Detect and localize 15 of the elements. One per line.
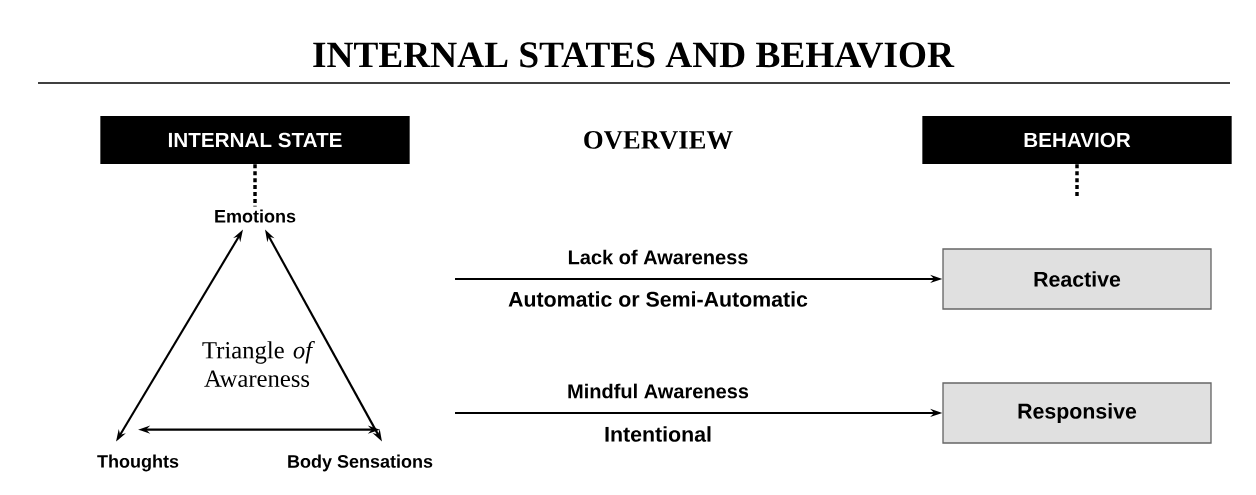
node-label: Emotions <box>215 209 296 223</box>
dotted-connector <box>1075 164 1079 196</box>
caption-text: Triangle of Awareness <box>202 341 315 387</box>
node-label: Thoughts <box>97 454 179 472</box>
behavior-box: Reactive <box>942 248 1212 310</box>
section-heading: OVERVIEW <box>584 130 733 149</box>
edge-label: Lack of Awareness <box>568 249 748 265</box>
header-box: INTERNAL STATE <box>100 116 410 164</box>
arrow-caption: Automatic or Semi-Automatic <box>508 291 808 307</box>
behavior-box: Responsive <box>942 382 1212 444</box>
node-label: Body Sensations <box>288 454 433 472</box>
edge-label: Mindful Awareness <box>568 383 749 399</box>
title: INTERNAL STATES AND BEHAVIOR <box>313 42 955 68</box>
arrow-caption: Intentional <box>605 426 711 442</box>
header-box: BEHAVIOR <box>922 116 1232 164</box>
